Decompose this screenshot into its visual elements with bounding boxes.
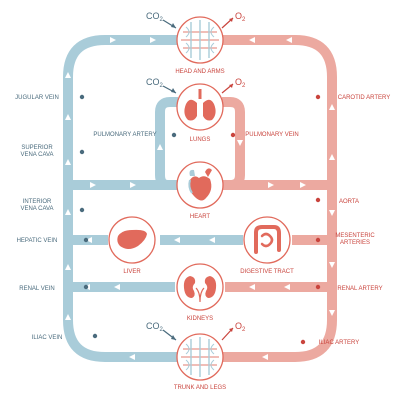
gas-exchange-trunk: CO2 O2 — [146, 321, 246, 341]
organ-label-head: HEAD AND ARMS — [175, 69, 224, 75]
pulmonary-vein-vessel — [222, 97, 245, 190]
arrow-left-icon — [114, 284, 120, 290]
arrow-icon — [229, 18, 233, 22]
organ-label-heart: HEART — [190, 214, 211, 220]
organ-label-kidneys: KIDNEYS — [187, 316, 213, 322]
o2-label: O2 — [235, 11, 246, 23]
lungs-icon — [184, 89, 216, 121]
co2-label: CO2 — [146, 321, 164, 333]
arrow-up-icon — [65, 114, 71, 120]
arrow-icon — [171, 335, 176, 340]
arrow-right-icon — [300, 182, 306, 188]
o2-label: O2 — [235, 77, 246, 89]
organ-trunk-and-legs — [176, 333, 224, 381]
liver-icon — [117, 229, 147, 249]
arrow-left-icon — [286, 37, 292, 43]
arrow-left-icon — [262, 354, 268, 360]
label-superior-vena-cava-1: SUPERIOR — [21, 145, 53, 151]
label-iliac-vein: ILIAC VEIN — [32, 335, 63, 341]
pulmonary-artery-vessel — [155, 97, 178, 190]
arrow-icon — [171, 88, 176, 93]
arrow-icon — [171, 23, 176, 28]
organ-heart — [176, 161, 224, 209]
heart-icon — [188, 168, 212, 201]
gas-exchange-head: CO2 O2 — [146, 11, 246, 29]
kidneys-icon — [183, 276, 217, 303]
arrow-up-icon — [329, 154, 335, 160]
co2-label: CO2 — [146, 11, 164, 23]
arrow-left-icon — [129, 354, 135, 360]
gas-exchange-lungs: CO2 O2 — [146, 77, 246, 94]
label-hepatic-vein: HEPATIC VEIN — [17, 238, 58, 244]
arrow-up-icon — [65, 159, 71, 165]
arrow-up-icon — [157, 144, 163, 150]
arrow-icon — [229, 328, 233, 332]
arrow-left-icon — [249, 284, 255, 290]
arrow-up-icon — [329, 104, 335, 110]
co2-label: CO2 — [146, 77, 164, 89]
label-mesenteric-2: ARTERIES — [340, 240, 370, 246]
vessel-markers — [79, 94, 321, 345]
organ-head-and-arms — [176, 16, 224, 64]
label-pulmonary-artery: PULMONARY ARTERY — [93, 132, 156, 138]
arrow-icon — [229, 84, 233, 88]
label-jugular-vein: JUGULAR VEIN — [15, 95, 59, 101]
label-inferior-vena-cava-1: INTERIOR — [23, 199, 52, 205]
arrow-right-icon — [110, 37, 116, 43]
arrow-down-icon — [329, 262, 335, 268]
arrow-right-icon — [268, 182, 274, 188]
arrow-left-icon — [174, 237, 180, 243]
arrow-up-icon — [65, 264, 71, 270]
arterial-vessels — [222, 35, 337, 362]
label-inferior-vena-cava-2: VENA CAVA — [20, 206, 53, 212]
arrow-right-icon — [90, 182, 96, 188]
o2-label: O2 — [235, 321, 246, 333]
label-mesenteric-1: MESENTERIC — [335, 233, 375, 239]
vein-labels: JUGULAR VEIN SUPERIOR VENA CAVA INTERIOR… — [15, 95, 156, 341]
capillary-bed-icon — [181, 20, 219, 60]
arrow-left-icon — [284, 284, 290, 290]
arrow-left-icon — [209, 237, 215, 243]
label-iliac-artery: ILIAC ARTERY — [319, 340, 359, 346]
systemic-artery-loop — [222, 35, 337, 362]
label-renal-vein: RENAL VEIN — [19, 286, 54, 292]
arrow-up-icon — [65, 209, 71, 215]
label-superior-vena-cava-2: VENA CAVA — [20, 152, 53, 158]
arrow-up-icon — [65, 72, 71, 78]
arrow-down-icon — [329, 210, 335, 216]
organ-lungs — [176, 83, 224, 131]
organ-digestive-tract — [243, 216, 291, 264]
organ-labels: HEAD AND ARMS LUNGS HEART LIVER DIGESTIV… — [123, 69, 294, 391]
arrow-down-icon — [237, 140, 243, 146]
capillary-bed-icon — [181, 337, 219, 377]
label-carotid-artery: CAROTID ARTERY — [338, 95, 390, 101]
upper-vein-loop — [63, 35, 178, 362]
arrow-left-icon — [86, 237, 92, 243]
organ-kidneys — [176, 263, 224, 311]
organ-label-trunk: TRUNK AND LEGS — [174, 385, 226, 391]
arrow-left-icon — [249, 37, 255, 43]
artery-labels: CAROTID ARTERY PULMONARY VEIN AORTA MESE… — [245, 95, 390, 346]
label-renal-artery: RENAL ARTERY — [337, 286, 382, 292]
arrow-right-icon — [130, 182, 136, 188]
label-pulmonary-vein: PULMONARY VEIN — [245, 132, 298, 138]
organ-label-lungs: LUNGS — [190, 137, 211, 143]
organ-label-digestive: DIGESTIVE TRACT — [240, 269, 294, 275]
arrow-up-icon — [65, 314, 71, 320]
organ-label-liver: LIVER — [123, 269, 141, 275]
intestine-icon — [254, 225, 281, 254]
label-aorta: AORTA — [339, 199, 359, 205]
flow-arrows — [65, 37, 335, 360]
arrow-right-icon — [150, 37, 156, 43]
organ-liver — [108, 216, 156, 264]
arrow-down-icon — [329, 310, 335, 316]
